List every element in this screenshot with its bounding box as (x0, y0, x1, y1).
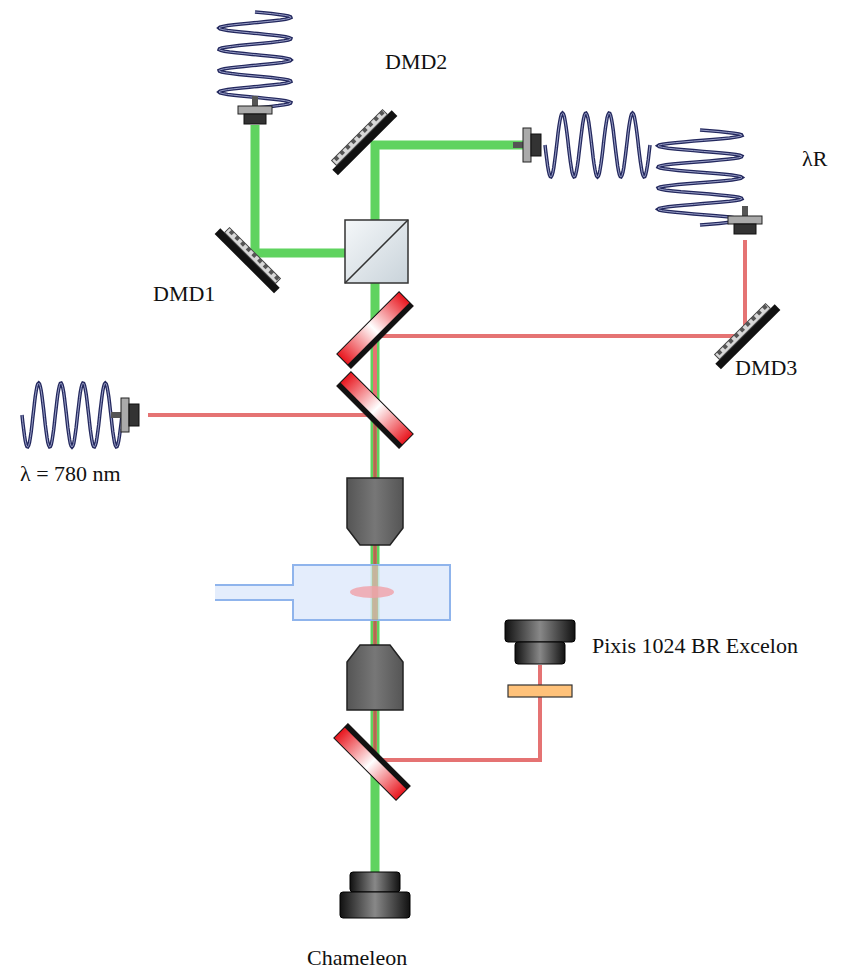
fiber-coil (219, 12, 291, 108)
fiber-coupler (111, 398, 139, 432)
fiber-coil (545, 113, 650, 177)
fiber-coupler (728, 206, 762, 234)
fiber-highlight (22, 383, 122, 447)
dmd (215, 223, 285, 293)
part-label: λR (802, 147, 827, 171)
fiber-coil (658, 130, 742, 225)
dichroic-mirror (337, 372, 413, 448)
fiber-highlight (545, 113, 650, 177)
dichroic-mirror (337, 292, 413, 368)
part-label: λ = 780 nm (20, 462, 121, 486)
fiber-highlight (219, 12, 291, 108)
part-label: Chameleon (307, 946, 407, 970)
fiber-highlight (658, 130, 742, 225)
dichroic-mirror (334, 724, 410, 800)
vacuum-cell (215, 565, 450, 620)
filter (508, 685, 572, 697)
part-label: DMD3 (735, 356, 797, 380)
fiber-coil (22, 383, 122, 447)
part-label: Pixis 1024 BR Excelon (592, 634, 798, 658)
part-label: DMD2 (385, 50, 447, 74)
fiber-coupler (513, 128, 541, 162)
fiber-coupler (238, 96, 272, 124)
objective (347, 478, 403, 710)
beam-splitter (345, 220, 408, 283)
part-label: DMD1 (153, 282, 215, 306)
dmd (327, 105, 397, 175)
red-beams (148, 240, 745, 760)
